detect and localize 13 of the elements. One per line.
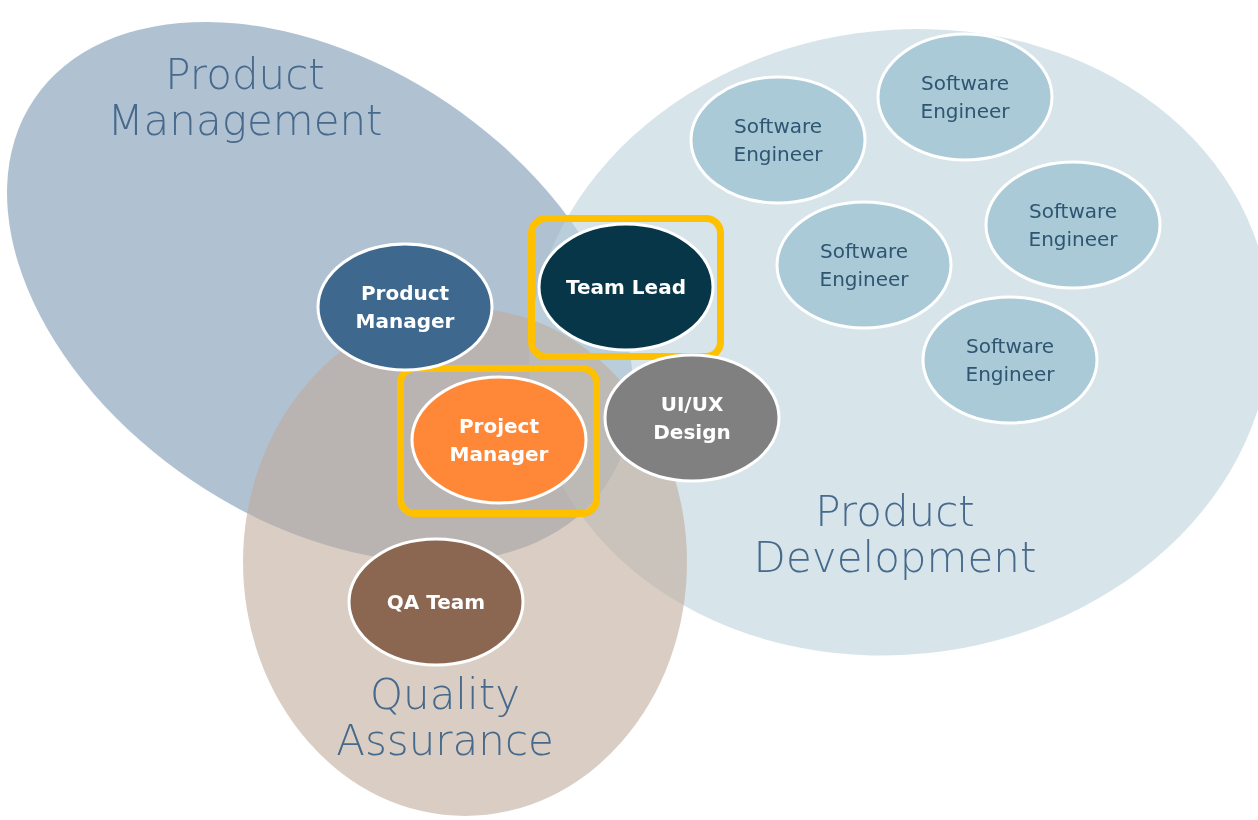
role-label: Project Manager — [448, 413, 550, 468]
group-label: Product Management — [106, 52, 384, 144]
role-label: QA Team — [385, 589, 487, 616]
role-label: Software Engineer — [964, 332, 1056, 388]
role-label: Team Lead — [565, 274, 687, 301]
group-label: Quality Assurance — [335, 672, 555, 764]
role-label: Software Engineer — [1027, 197, 1119, 253]
role-label: Software Engineer — [818, 237, 910, 293]
role-label: Software Engineer — [919, 69, 1011, 125]
role-label: Product Manager — [354, 280, 456, 335]
group-label: Product Development — [752, 489, 1038, 581]
role-label: Software Engineer — [732, 112, 824, 168]
role-label: UI/UX Design — [652, 391, 732, 446]
